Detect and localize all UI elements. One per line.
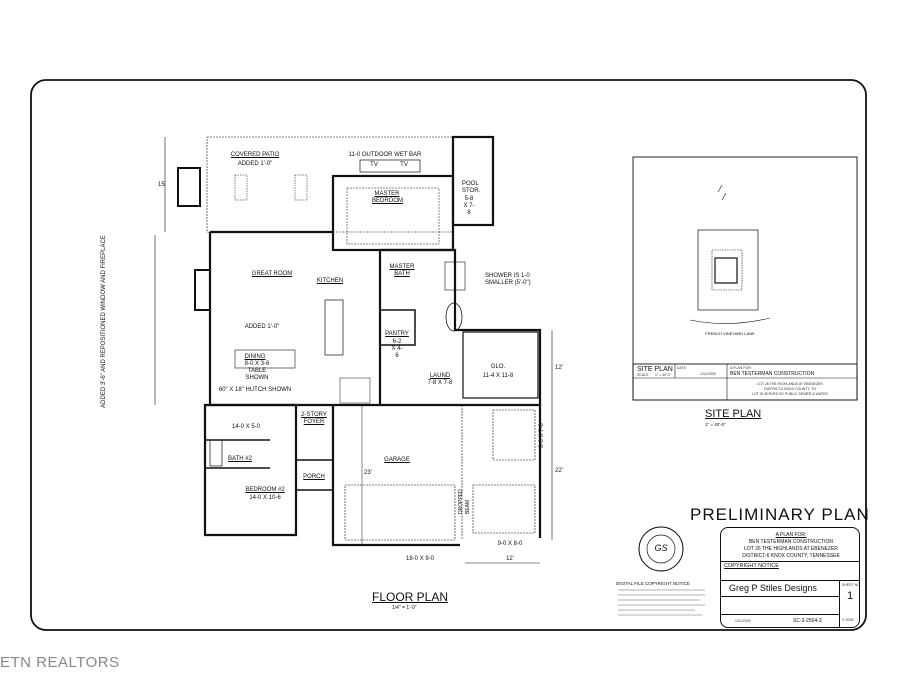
- room-master-bath: MASTER BATH: [389, 264, 415, 277]
- site-plan-title: SITE PLAN: [705, 408, 762, 420]
- floor-plan-title: FLOOR PLAN: [371, 590, 449, 604]
- shower-note: SHOWER IS 1-0 SMALLER (5'-0"): [485, 273, 531, 286]
- room-covered-patio: COVERED PATIO: [230, 152, 280, 158]
- hutch-note: 60" X 18" HUTCH SHOWN: [218, 387, 292, 393]
- site-table-date-label: DATE: [677, 366, 687, 370]
- seal-initials: GS: [654, 543, 668, 553]
- title-block: A PLAN FOR: BEN TESTERMAN CONSTRUCTION L…: [720, 527, 861, 628]
- floor-plan-scale: 1/4" = 1'-0": [392, 605, 417, 611]
- designer-name: Greg P Stiles Designs: [729, 583, 817, 593]
- site-table-scale-label: SCALE: [637, 373, 649, 377]
- site-table-district: DISTRICT-6 KNOX COUNTY, TN: [764, 387, 816, 391]
- garage-door-dim: 9-0 X 8-0: [497, 541, 523, 547]
- laund-dim: 7-8 X 7-8: [427, 380, 453, 386]
- preliminary-plan-label: PRELIMINARY PLAN: [690, 505, 870, 524]
- site-plan-scale: 1" = 40'-0": [705, 422, 726, 427]
- room-laund: LAUND: [429, 373, 451, 379]
- street-label: FRENCH VINEYARD LANE: [705, 331, 755, 336]
- room-glo: GLO.: [490, 364, 506, 370]
- site-table-plan-for: A PLAN FOR:: [730, 366, 752, 370]
- copyright-year: © 2025: [842, 618, 854, 622]
- title-client: BEN TESTERMAN CONSTRUCTION: [748, 539, 834, 545]
- closet-dim: 14-0 X 5-0: [231, 424, 261, 430]
- plan-date: 12/1/2025: [735, 619, 751, 623]
- bay-width-dim: 12': [506, 556, 514, 562]
- dining-note: 8-0 X 3-6 TABLE SHOWN: [244, 361, 270, 381]
- room-kitchen: KITCHEN: [316, 278, 344, 284]
- room-2-story-foyer: 2-STORY FOYER: [301, 412, 327, 425]
- great-room-note: ADDED 1'-0": [244, 324, 280, 330]
- room-great-room: GREAT ROOM: [251, 271, 293, 277]
- room-master-bedroom: MASTER BEDROOM: [372, 191, 404, 204]
- floor-plan-drawing: [177, 135, 542, 547]
- left-dimension-note: ADDED 3'-6" AND REPOSITIONED WINDOW AND …: [100, 235, 107, 408]
- wet-bar-label: 11-0 OUTDOOR WET BAR: [348, 152, 422, 158]
- room-bath-2: BATH #2: [228, 456, 252, 462]
- bedroom-2-dim: 14-0 X 10-6: [249, 495, 281, 501]
- room-pantry: PANTRY: [385, 331, 409, 337]
- plan-number: SC-3-2504-3: [793, 618, 822, 624]
- digital-file-notice: DIGITAL FILE COPYRIGHT NOTICE: [616, 581, 690, 586]
- title-copyright-notice: COPYRIGHT NOTICE: [724, 563, 779, 569]
- garage-door-dim: 18-0 X 9-0: [405, 556, 435, 562]
- sheet-border: [30, 79, 867, 631]
- dropped-beam-label: DROPPED BEAM: [458, 489, 471, 514]
- site-table-date: 12/1/2025: [700, 372, 716, 376]
- title-plan-for: A PLAN FOR:: [775, 532, 807, 538]
- pool-stor-dim: 5-8 X 7-8: [463, 196, 475, 216]
- room-porch: PORCH: [303, 474, 325, 480]
- garage-window-dim: 8-0 X 7-0: [538, 423, 545, 448]
- title-lot: LOT 26 THE HIGHLANDS AT EBENEZER: [744, 546, 838, 552]
- designer-seal: [638, 526, 684, 572]
- site-table-sewer: LOT IS SERVED BY PUBLIC SEWER & WATER: [752, 392, 828, 396]
- site-table-client: BEN TESTERMAN CONSTRUCTION: [730, 371, 815, 377]
- site-plan-drawing: [632, 156, 858, 401]
- sheet-no: 1: [847, 590, 854, 602]
- site-table-scale: 1" = 40'-0": [655, 373, 672, 377]
- site-table-label: SITE PLAN: [637, 366, 673, 373]
- notice-text-lines: [618, 589, 705, 616]
- sheet-no-label: SHEET NO.: [842, 583, 861, 587]
- tv-label: TV: [370, 162, 378, 168]
- dimension-lines: [154, 137, 553, 564]
- pantry-dim: 6-2 X 4-6: [391, 339, 403, 359]
- room-garage: GARAGE: [384, 457, 410, 463]
- patio-note: ADDED 1'-0": [237, 161, 273, 167]
- garage-depth-dim: 22': [555, 468, 563, 474]
- watermark: ETN REALTORS: [0, 654, 120, 671]
- garage-length-dim: 23': [364, 470, 372, 476]
- room-bedroom-2: BEDROOM #2: [245, 487, 285, 493]
- site-table-lot: LOT 26 THE HIGHLANDS AT EBENEZER: [757, 382, 823, 386]
- patio-depth-dim: 15': [158, 182, 166, 188]
- room-dining: DINING: [244, 354, 266, 360]
- glo-dim: 11-4 X 11-8: [482, 373, 514, 379]
- title-district: DISTRICT-6 KNOX COUNTY, TENNESSEE: [742, 553, 840, 559]
- glo-depth-dim: 12': [555, 365, 563, 371]
- tv-label: TV: [400, 162, 408, 168]
- room-pool-stor: POOL STOR.: [462, 181, 481, 194]
